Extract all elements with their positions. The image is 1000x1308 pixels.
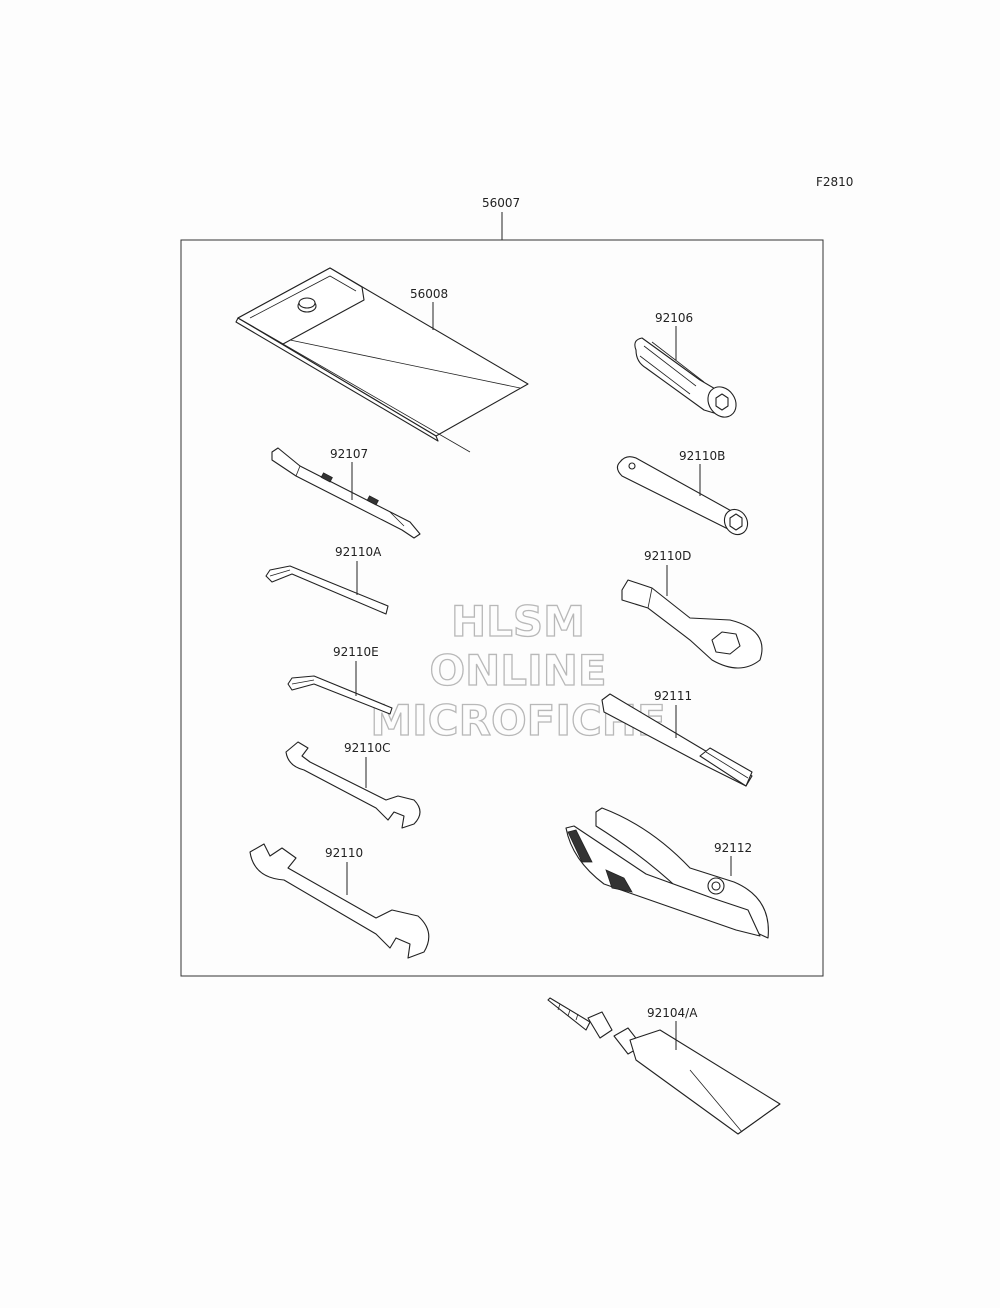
part-label-hex-key-e: 92110E [333,645,379,659]
watermark-line2: ONLINE [429,646,606,695]
part-label-case: 56008 [410,287,448,301]
hex-key-a-drawing [265,565,389,615]
grease-tube-drawing [547,997,781,1135]
socket-drawing [634,337,737,418]
part-label-grease-tube: 92104/A [647,1006,698,1020]
part-label-socket: 92106 [655,311,693,325]
figure-code: F2810 [816,175,853,189]
part-label-open-wrench-large: 92110 [325,846,363,860]
watermark: HLSM ONLINE MICROFICHE [370,596,667,745]
assembly-label: 56007 [482,196,520,210]
box-wrench-drawing [616,456,749,536]
part-label-hex-key-a: 92110A [335,545,382,559]
part-label-box-wrench: 92110B [679,449,725,463]
kit-box [180,239,824,977]
part-label-screwdriver: 92107 [330,447,368,461]
tool-case-drawing [235,267,529,453]
hex-key-e-drawing [287,675,393,715]
pliers-drawing [565,807,769,939]
handle-drawing [601,693,753,787]
screwdriver-drawing [271,447,421,539]
ring-wrench-drawing [621,579,763,669]
open-wrench-large-drawing [249,843,430,959]
part-label-open-wrench-small: 92110C [344,741,391,755]
watermark-line1: HLSM [451,597,585,646]
part-label-ring-wrench: 92110D [644,549,691,563]
open-wrench-small-drawing [285,741,421,829]
part-label-handle: 92111 [654,689,692,703]
part-label-pliers: 92112 [714,841,752,855]
